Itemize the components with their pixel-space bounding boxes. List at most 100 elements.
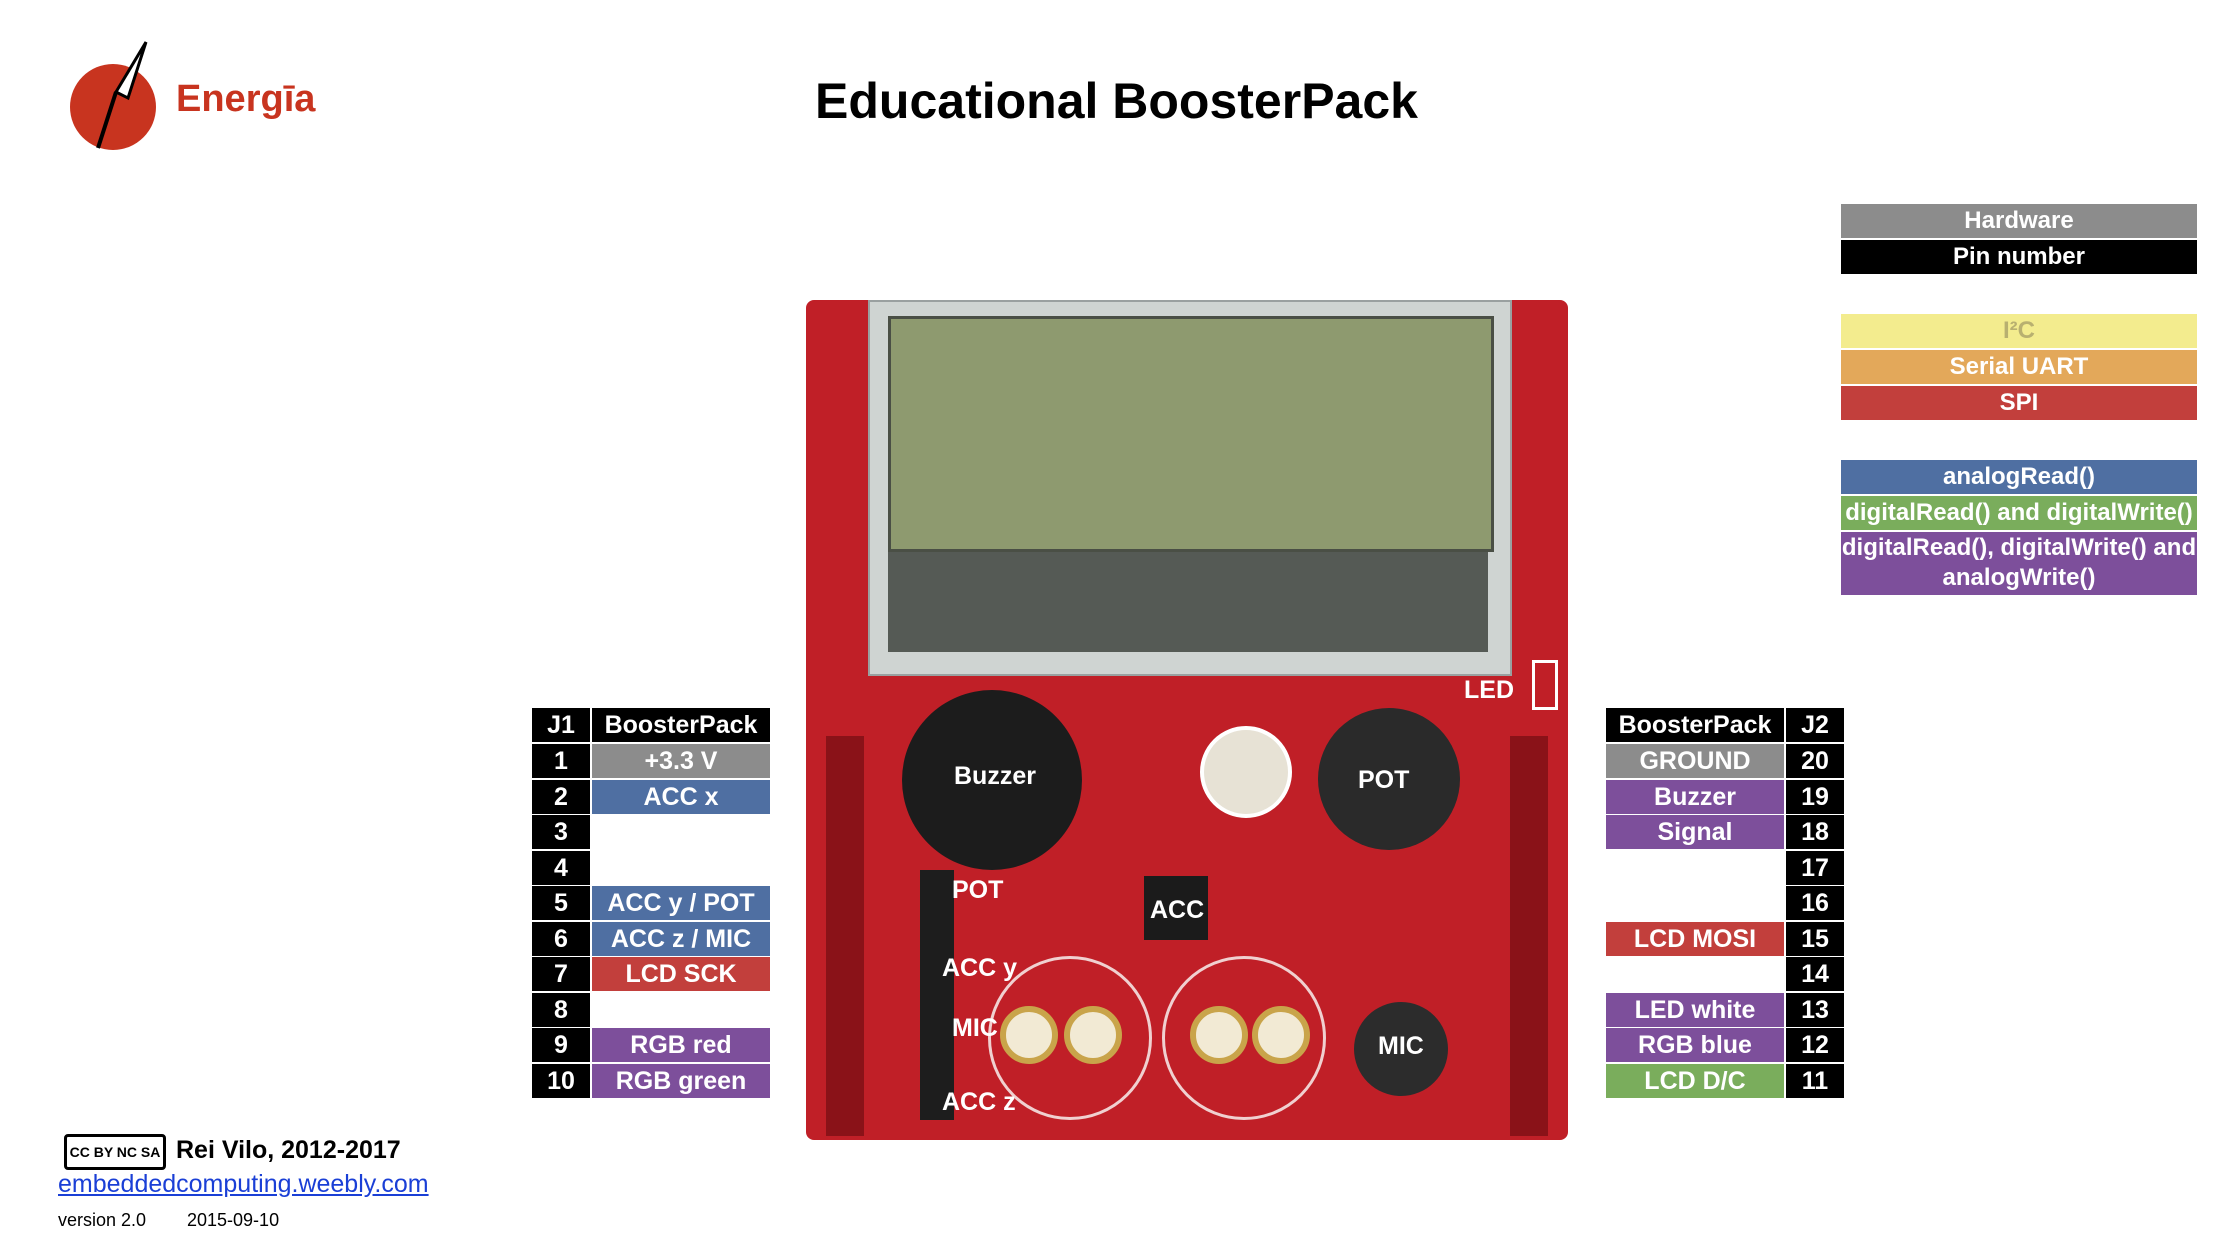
j1-pin-number: 8 [532, 992, 590, 1027]
j2-pin-function: LCD MOSI [1606, 921, 1784, 956]
rgb-led-component [1200, 726, 1292, 818]
j1-pin-number: 6 [532, 921, 590, 956]
j1-pin-function: ACC x [592, 779, 770, 814]
j1-row: 3 [532, 815, 770, 849]
legend-item: analogRead() [1841, 460, 2197, 494]
j2-row: 16 [1606, 886, 1844, 920]
legend-item: Pin number [1841, 240, 2197, 274]
logo-text: Energīa [176, 78, 316, 120]
gator-hole-gnd [1162, 956, 1326, 1120]
legend-item: digitalRead() and digitalWrite() [1841, 496, 2197, 530]
j1-pin-function: RGB green [592, 1063, 770, 1098]
j2-pin-number: 13 [1786, 992, 1844, 1027]
jumper-block [920, 870, 954, 1120]
j2-pin-number: 14 [1786, 957, 1844, 991]
lcd-screen [888, 316, 1494, 552]
j1-pin-number: 3 [532, 815, 590, 849]
website-link[interactable]: embeddedcomputing.weebly.com [58, 1170, 429, 1198]
accelerometer-chip [1144, 876, 1208, 940]
j2-pin-function: LED white [1606, 992, 1784, 1027]
j1-pin-function: ACC y / POT [592, 886, 770, 920]
j2-pin-function: Signal [1606, 815, 1784, 849]
j2-pin-function [1606, 957, 1784, 991]
date: 2015-09-10 [187, 1210, 280, 1230]
j1-pin-function: RGB red [592, 1028, 770, 1062]
j1-row: 8 [532, 992, 770, 1027]
j2-row: 14 [1606, 957, 1844, 991]
j2-pin-number: 20 [1786, 744, 1844, 778]
j1-pin-number: 10 [532, 1063, 590, 1098]
j2-pin-function [1606, 850, 1784, 885]
j2-pin-function [1606, 886, 1784, 920]
rocket-icon [96, 41, 148, 149]
gator-hole-p27 [988, 956, 1152, 1120]
buzzer-component [902, 690, 1082, 870]
j1-pin-number: 1 [532, 744, 590, 778]
j2-pin-number: 12 [1786, 1028, 1844, 1062]
author: Rei Vilo, 2012-2017 [176, 1136, 401, 1164]
j2-pin-number: 18 [1786, 815, 1844, 849]
acc-z-pin-label: ACC z [942, 1088, 1016, 1116]
j2-row: 17 [1606, 850, 1844, 885]
j1-pin-number: 7 [532, 957, 590, 991]
j2-pin-number: 19 [1786, 779, 1844, 814]
j1-pin-function: ACC z / MIC [592, 921, 770, 956]
j2-header-label: BoosterPack [1606, 708, 1784, 742]
pot-pin-label: POT [952, 876, 1004, 904]
legend-item: I²C [1841, 314, 2197, 348]
j1-header-num: J1 [532, 708, 590, 742]
j1-pin-function: +3.3 V [592, 744, 770, 778]
j2-pin-function: LCD D/C [1606, 1063, 1784, 1098]
legend-item: SPI [1841, 386, 2197, 420]
gator-pad [1064, 1006, 1122, 1064]
j2-header-strip [1510, 736, 1548, 1136]
microphone-component [1354, 1002, 1448, 1096]
j1-pin-function: LCD SCK [592, 957, 770, 991]
legend-item: Serial UART [1841, 350, 2197, 384]
j1-pin-number: 5 [532, 886, 590, 920]
j2-pin-number: 11 [1786, 1063, 1844, 1098]
gator-pad [1252, 1006, 1310, 1064]
j1-pin-number: 9 [532, 1028, 590, 1062]
acc-y-pin-label: ACC y [942, 954, 1018, 982]
legend-item: Hardware [1841, 204, 2197, 238]
led-label: LED [1464, 676, 1514, 704]
pot-label: POT [1358, 766, 1410, 794]
j2-pin-number: 17 [1786, 850, 1844, 885]
mic-label: MIC [1378, 1032, 1424, 1060]
j2-pin-function: Buzzer [1606, 779, 1784, 814]
version: version 2.0 [58, 1210, 147, 1230]
page-title: Educational BoosterPack [815, 73, 1418, 129]
gator-pad [1000, 1006, 1058, 1064]
j1-row: 4 [532, 850, 770, 885]
j2-pin-function: GROUND [1606, 744, 1784, 778]
j1-pin-number: 4 [532, 850, 590, 885]
j1-pin-function [592, 992, 770, 1027]
j1-pin-function [592, 850, 770, 885]
j2-header-num: J2 [1786, 708, 1844, 742]
buzzer-label: Buzzer [954, 762, 1036, 790]
potentiometer-component [1318, 708, 1460, 850]
legend-item: digitalRead(), digitalWrite() and analog… [1841, 532, 2197, 595]
j2-pin-number: 16 [1786, 886, 1844, 920]
j1-header-label: BoosterPack [592, 708, 770, 742]
j1-row: 1+3.3 V [532, 744, 770, 778]
acc-label: ACC [1150, 896, 1205, 924]
cc-license-badge: CC BY NC SA [64, 1134, 166, 1170]
j2-pin-function: RGB blue [1606, 1028, 1784, 1062]
